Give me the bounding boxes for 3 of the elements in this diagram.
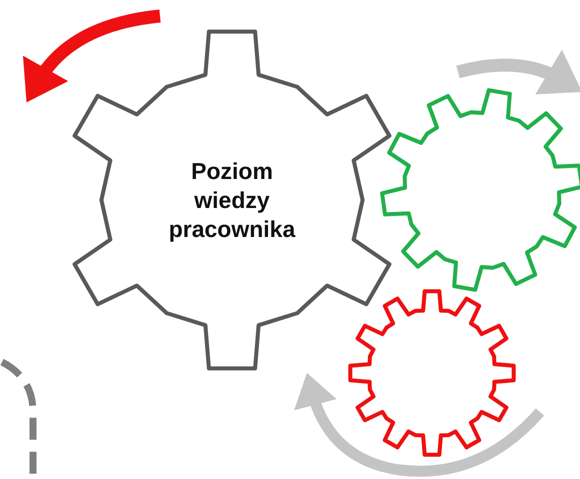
gear-shape: [378, 86, 580, 294]
gear-shape: [346, 287, 518, 459]
gear-label: Poziom wiedzy pracownika: [168, 156, 296, 244]
